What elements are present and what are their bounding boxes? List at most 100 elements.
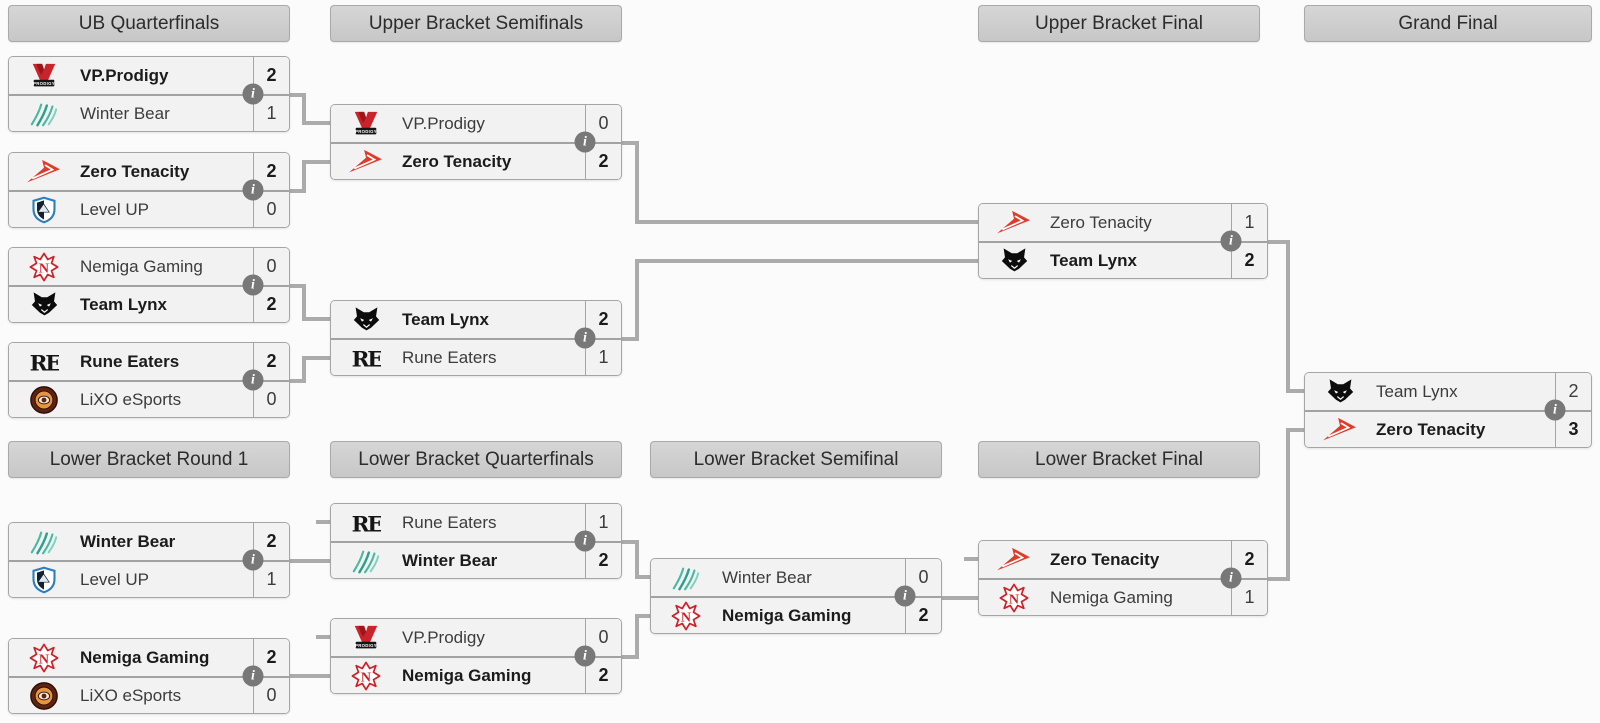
team-name-link[interactable]: VP.Prodigy [402,627,485,647]
lixo-esports-logo [21,681,67,711]
team-name-link[interactable]: Nemiga Gaming [80,647,210,667]
svg-text:N: N [39,260,49,276]
team-name-link[interactable]: Team Lynx [80,294,167,314]
team-score: 3 [1555,412,1591,447]
winter-bear-logo [343,546,389,576]
team-name-link[interactable]: Zero Tenacity [1050,549,1160,569]
match-info-icon[interactable]: i [1220,567,1242,589]
match-info-icon[interactable]: i [894,585,916,607]
team-row: Zero Tenacity 2 [331,142,621,179]
team-name-link[interactable]: Nemiga Gaming [402,665,532,685]
team-name-link[interactable]: Winter Bear [722,567,812,587]
team-name-link[interactable]: Rune Eaters [402,347,497,367]
match-info-icon[interactable]: i [574,645,596,667]
match-ubqf3: N Nemiga Gaming 0 Team Lynx 2 i [8,247,290,323]
team-name-link[interactable]: Winter Bear [80,531,176,551]
team-name-link[interactable]: Team Lynx [1050,250,1137,270]
team-name-link[interactable]: Nemiga Gaming [80,256,203,276]
team-row: PRODIGY VP.Prodigy 0 [331,619,621,656]
round-header-grand-final: Grand Final [1304,5,1592,42]
level-up-logo [21,565,67,595]
team-name-link[interactable]: VP.Prodigy [402,113,485,133]
bracket-connector-line [622,141,639,145]
match-info-icon[interactable]: i [1220,230,1242,252]
match-info-icon[interactable]: i [242,665,264,687]
match-info-icon[interactable]: i [242,179,264,201]
team-name-link[interactable]: Rune Eaters [402,512,497,532]
team-row: Winter Bear 1 [9,94,289,131]
team-row: PRODIGY VP.Prodigy 2 [9,57,289,94]
team-name-link[interactable]: Team Lynx [402,309,489,329]
nemiga-gaming-logo: N [343,661,389,691]
team-name-link[interactable]: Nemiga Gaming [1050,587,1173,607]
vp-prodigy-logo: PRODIGY [21,61,67,91]
round-header-label: Grand Final [1398,12,1498,34]
match-info-icon[interactable]: i [242,369,264,391]
zero-tenacity-logo [21,157,67,187]
match-info-icon[interactable]: i [574,327,596,349]
team-name-link[interactable]: Team Lynx [1376,381,1458,401]
info-glyph: i [903,588,907,603]
bracket-connector-line [1286,428,1290,581]
bracket-connector-line [302,284,306,321]
team-name-link[interactable]: Nemiga Gaming [722,605,852,625]
match-lbqf2: PRODIGY VP.Prodigy 0 N Nemiga Gaming 2 i [330,618,622,694]
nemiga-gaming-logo: N [663,601,709,631]
bracket-connector-line [622,337,639,341]
match-info-icon[interactable]: i [242,274,264,296]
bracket-connector-line [290,674,330,678]
team-row: N Nemiga Gaming 2 [331,656,621,693]
bracket-connector-line [1286,389,1304,393]
team-row: RE Rune Eaters 2 [9,343,289,380]
team-name-link[interactable]: Winter Bear [80,103,170,123]
team-score: 2 [905,598,941,633]
match-info-icon[interactable]: i [242,549,264,571]
info-glyph: i [1553,402,1557,417]
team-score: 2 [253,57,289,94]
match-info-icon[interactable]: i [1544,399,1566,421]
team-score: 2 [253,153,289,190]
match-gf: Team Lynx 2 Zero Tenacity 3 i [1304,372,1592,448]
zero-tenacity-logo [991,208,1037,238]
team-name-link[interactable]: LiXO eSports [80,389,182,409]
team-row: N Nemiga Gaming 0 [9,248,289,285]
round-header-label: Lower Bracket Final [1035,448,1203,470]
svg-text:RE: RE [30,351,59,376]
round-header-lower-bracket-semifinal: Lower Bracket Semifinal [650,441,942,478]
team-name-link[interactable]: Zero Tenacity [1050,212,1152,232]
team-score: 0 [253,192,289,227]
bracket-connector-line [622,540,639,544]
team-score: 1 [253,562,289,597]
team-name-link[interactable]: Zero Tenacity [80,161,190,181]
bracket-connector-line [316,520,330,524]
bracket-connector-line [302,160,330,164]
team-score: 2 [253,639,289,676]
team-name-link[interactable]: Winter Bear [402,550,498,570]
match-info-icon[interactable]: i [242,83,264,105]
match-lbr1m2: N Nemiga Gaming 2 LiXO eSports 0 i [8,638,290,714]
bracket-connector-line [302,317,330,321]
team-name-link[interactable]: Level UP [80,199,149,219]
nemiga-gaming-logo: N [991,583,1037,613]
round-header-label: Lower Bracket Semifinal [693,448,899,470]
team-lynx-logo [1317,377,1363,407]
team-row: Level UP 0 [9,190,289,227]
match-info-icon[interactable]: i [574,530,596,552]
team-name-link[interactable]: Rune Eaters [80,351,180,371]
info-glyph: i [251,277,255,292]
team-name-link[interactable]: VP.Prodigy [80,65,169,85]
team-name-link[interactable]: Zero Tenacity [1376,419,1486,439]
round-header-label: UB Quarterfinals [78,12,220,34]
team-score: 2 [1231,243,1267,278]
bracket-connector-line [290,189,306,193]
team-name-link[interactable]: Zero Tenacity [402,151,512,171]
team-name-link[interactable]: Level UP [80,569,149,589]
bracket-connector-line [290,284,306,288]
match-info-icon[interactable]: i [574,131,596,153]
team-row: Level UP 1 [9,560,289,597]
info-glyph: i [1229,233,1233,248]
team-row: N Nemiga Gaming 1 [979,578,1267,615]
lixo-esports-logo [21,385,67,415]
info-glyph: i [251,86,255,101]
team-name-link[interactable]: LiXO eSports [80,685,182,705]
